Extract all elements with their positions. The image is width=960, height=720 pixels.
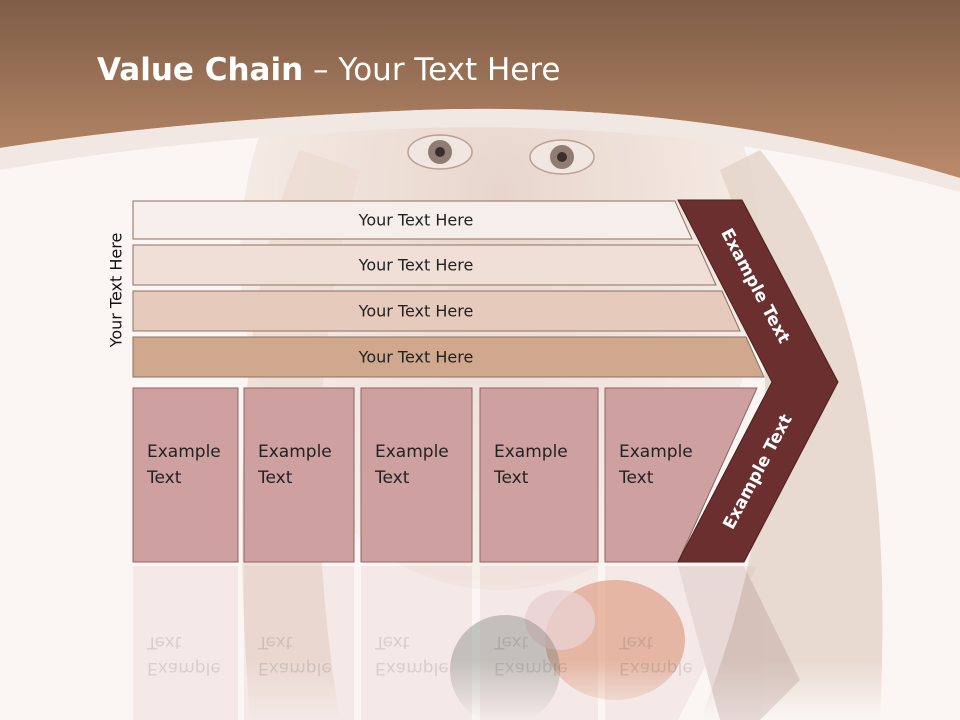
- box-line-1: Example: [258, 442, 332, 462]
- title-bold: Value Chain: [97, 52, 304, 88]
- header-band: [0, 0, 960, 178]
- page-title: Value Chain – Your Text Here: [97, 52, 560, 88]
- box-line-2: Text: [147, 468, 182, 488]
- box-line-2: Text: [375, 468, 410, 488]
- bar-2-label: Your Text Here: [358, 255, 474, 275]
- title-rest: – Your Text Here: [303, 52, 561, 88]
- box-line-2: Text: [619, 468, 654, 488]
- bar-1-label: Your Text Here: [358, 210, 474, 230]
- header-curve: [0, 108, 960, 192]
- box-line-1: Example: [375, 442, 449, 462]
- box-line-1: Example: [619, 442, 693, 462]
- bar-4-label: Your Text Here: [358, 347, 474, 367]
- side-label: Your Text Here: [106, 232, 126, 348]
- box-line-2: Text: [258, 468, 293, 488]
- box-line-1: Example: [147, 442, 221, 462]
- bar-3-label: Your Text Here: [358, 301, 474, 321]
- box-line-1: Example: [494, 442, 568, 462]
- box-line-2: Text: [494, 468, 529, 488]
